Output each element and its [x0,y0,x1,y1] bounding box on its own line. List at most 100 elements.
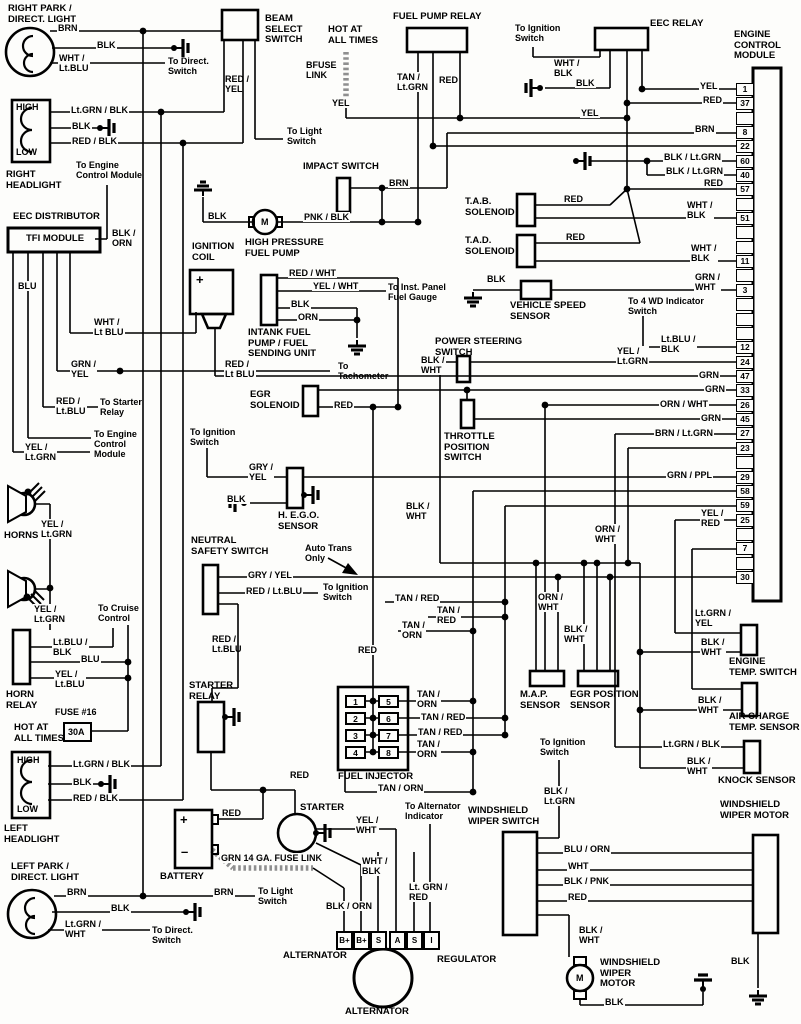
wire-label: GRN [704,384,726,395]
destination-label: To 4 WD Indicator Switch [628,296,704,317]
wire-label: TAN / ORN [416,689,441,710]
ecm-pin-47: 47 [736,370,754,383]
destination-label: To Direct. Switch [152,925,193,946]
terminal-bplus-1: B+ [336,931,353,950]
engine-temp-switch-box [739,623,759,657]
wire-label: TAN / ORN [401,620,426,641]
ground-icon [181,901,202,923]
wire-label: RED [289,770,311,781]
motor-m: M [261,217,269,227]
ecm-pin-7: 7 [736,542,754,556]
ecm-pin-blank [736,111,754,125]
wire-label: RED [565,232,587,243]
vehicle-speed-sensor-box [519,279,553,301]
wire-label: PNK / BLK [303,212,350,223]
beam-label: LOW [17,804,38,814]
wire-label: BRN [694,124,716,135]
earth-ground-icon [462,290,484,308]
ecm-pin-29: 29 [736,470,754,484]
ecm-pin-blank [736,226,754,240]
wire-label: RED / Lt.BLU [212,634,242,655]
destination-label: To Alternator Indicator [405,801,461,822]
tad-solenoid-label: T.A.D. SOLENOID [465,235,515,257]
horns-label: HORNS [4,530,39,541]
ecm-pin-57: 57 [736,183,754,197]
ecm-pin-33: 33 [736,384,754,398]
wire-label: BLK [207,211,228,222]
power-steering-switch-box [455,354,472,384]
intank-pump-box [259,273,279,327]
wire-label: BRN [57,23,79,34]
regulator-label: REGULATOR [437,954,497,965]
wire-label: TAN / ORN [416,739,441,760]
wire-label: BRN [388,178,410,189]
egr-position-sensor-box [576,669,620,688]
destination-label: To Direct. Switch [168,56,209,77]
wire-label: RED / YEL [225,74,250,95]
map-sensor-label: M.A.P. SENSOR [520,689,561,711]
wire-label: Lt.GRN / BLK [662,739,721,750]
ecm-pin-blank [736,456,754,470]
wire-label: BLU [17,281,38,292]
wire-label: TAN / RED [417,727,464,738]
tab-solenoid-label: T.A.B. SOLENOID [465,196,515,218]
wire-label: BLK / WHT [697,695,723,716]
hego-sensor-box [285,466,305,510]
power-steering-label: POWER STEERING SWITCH [435,336,523,358]
wire-label: Lt.GRN / BLK [70,105,129,116]
ecm-pin-24: 24 [736,355,754,369]
ecm-pin-45: 45 [736,413,754,427]
power-label: HOT AT ALL TIMES [328,24,378,46]
wire-label: BLK / Lt.GRN [665,166,724,177]
injector-cell-2: 2 [345,712,366,725]
terminal-a: A [389,931,406,950]
tfi-module-box [6,226,102,254]
wire-label: YEL / WHT [355,815,380,836]
ground-icon [571,150,592,172]
wire-label: BLU [80,654,101,665]
ecm-pin-60: 60 [736,154,754,168]
wire-label: BLK [71,121,92,132]
horn-relay-box [11,628,32,686]
horn-relay-label: HORN RELAY [6,689,38,711]
alternator-circle [352,947,414,1009]
injector-cell-8: 8 [378,746,399,759]
starter-relay-box [196,700,226,754]
wire-label: Lt.GRN / BLK [72,759,131,770]
knock-sensor-label: KNOCK SENSOR [718,775,796,786]
wire-label: Lt.GRN / YEL [694,608,732,629]
beam-label: HIGH [17,755,40,765]
wire-label: ORN / WHT [594,524,622,545]
beam-select-label: BEAM SELECT SWITCH [265,13,303,46]
wire-label: RED / Lt BLU [224,359,256,380]
wire-label: BLK [575,78,596,89]
wire-label: ORN / WHT [537,592,565,613]
eec-distributor-label: EEC DISTRIBUTOR [13,211,100,222]
earth-ground-icon [747,988,769,1006]
wire-label: YEL / Lt.GRN [33,604,66,625]
wire-label: YEL / Lt.GRN [40,519,73,540]
wire-label: RED [567,892,589,903]
left-headlight-box [10,750,52,820]
egr-position-label: EGR POSITION SENSOR [570,689,639,711]
wire-label: YEL / Lt.GRN [616,346,649,367]
ecm-pin-30: 30 [736,571,754,585]
wire-label: YEL [331,98,351,109]
destination-label: To Ignition Switch [540,737,586,758]
wire-label: TAN / RED [420,712,467,723]
wire-label: GRN [698,370,720,381]
destination-label: To Light Switch [287,126,322,147]
note-label: Auto Trans Only [305,543,353,564]
wire-label: Lt. GRN / RED [408,882,449,903]
ground-symbols [95,37,769,1006]
ecm-pin-1: 1 [736,82,754,96]
destination-label: To Ignition Switch [515,23,561,44]
ground-icon [692,973,714,994]
destination-label: To Light Switch [258,886,293,907]
impact-switch-box [335,176,352,214]
wiper-switch-box [501,830,539,937]
hego-sensor-label: H. E.G.O. SENSOR [278,510,320,532]
fuse-link-label: GRN 14 GA. FUSE LINK [220,853,324,864]
tad-solenoid-box [515,233,537,269]
